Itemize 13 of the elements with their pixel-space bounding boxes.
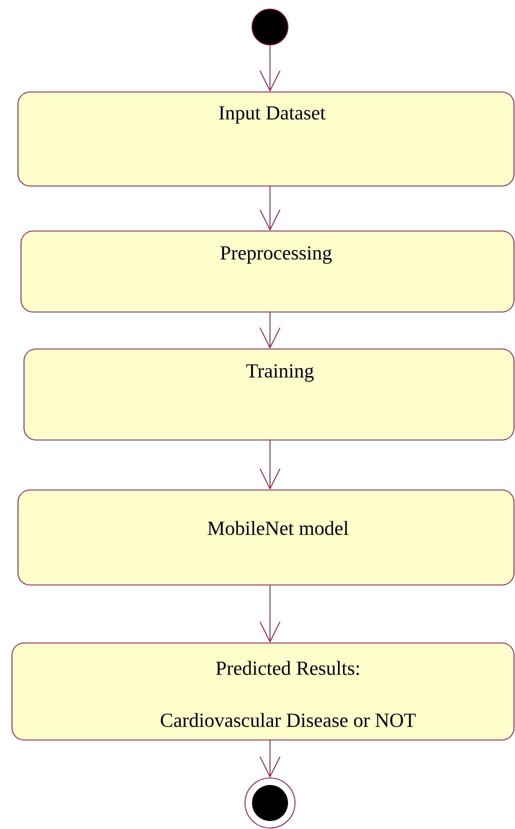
activity-box: MobileNet model bbox=[18, 490, 514, 586]
arrow bbox=[260, 440, 280, 490]
arrow bbox=[260, 312, 280, 349]
activity-box: Predicted Results: Cardiovascular Disease or NOT bbox=[12, 642, 514, 740]
activity-box: Preprocessing bbox=[20, 230, 514, 312]
activity-box: Input Dataset bbox=[18, 92, 514, 186]
end-dot bbox=[244, 778, 296, 828]
arrow bbox=[260, 740, 280, 778]
arrow bbox=[260, 45, 280, 92]
arrow bbox=[260, 585, 280, 643]
start-dot bbox=[252, 8, 288, 46]
arrow bbox=[260, 186, 280, 231]
activity-box: Training bbox=[24, 348, 514, 440]
